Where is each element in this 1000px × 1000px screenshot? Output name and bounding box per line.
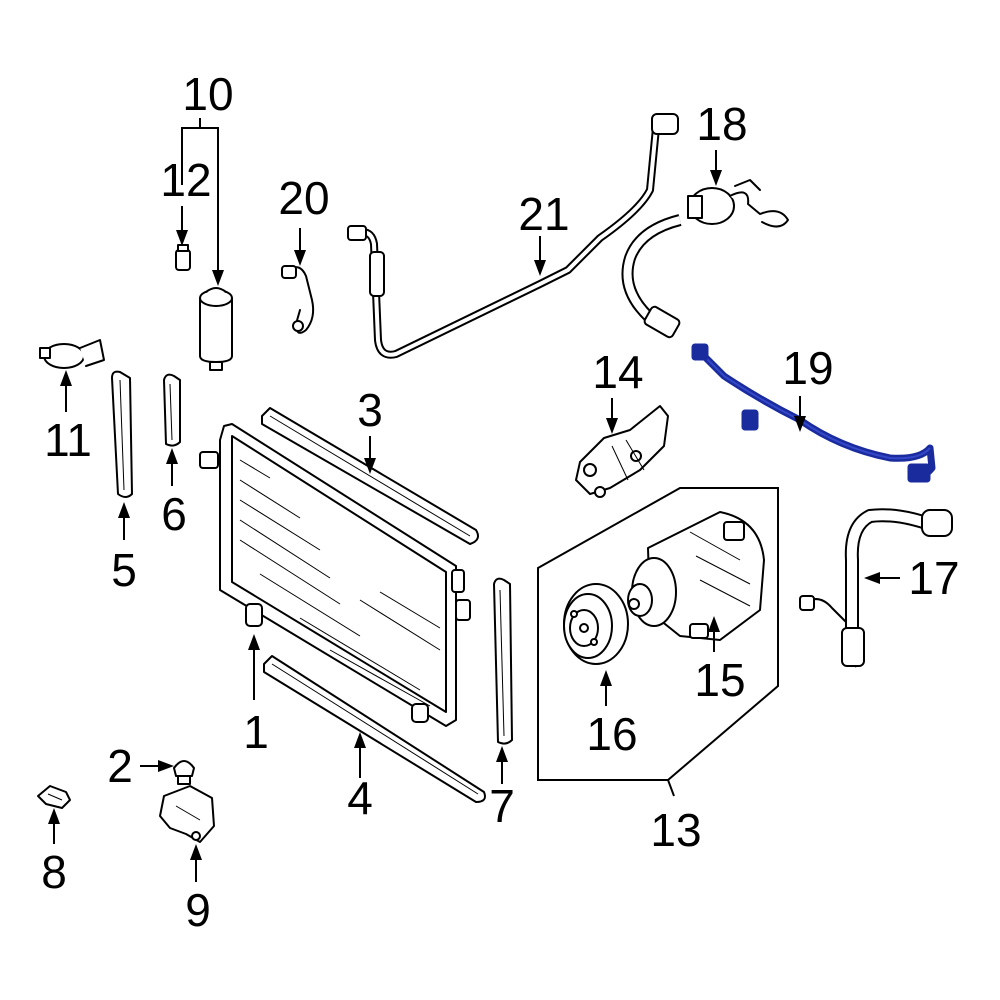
condenser-fins bbox=[239, 459, 441, 707]
tube-part-21[interactable] bbox=[347, 113, 679, 359]
seal-part-7[interactable] bbox=[493, 577, 513, 745]
compressor-part-15[interactable] bbox=[627, 511, 765, 641]
bracket-part-9[interactable] bbox=[159, 785, 215, 843]
callout-7-leader bbox=[496, 746, 508, 784]
callout-18: 18 bbox=[696, 98, 747, 150]
seal-part-4[interactable] bbox=[263, 655, 486, 803]
callout-4-leader bbox=[354, 732, 366, 778]
hose-part-18[interactable] bbox=[621, 179, 789, 339]
callout-19-leader bbox=[794, 396, 806, 432]
callout-18-leader bbox=[710, 150, 722, 186]
callout-19: 19 bbox=[782, 342, 833, 394]
callout-12: 12 bbox=[160, 154, 211, 206]
callout-17-leader bbox=[864, 572, 900, 584]
callout-10-bracket bbox=[181, 118, 224, 286]
callout-9-leader bbox=[190, 844, 202, 882]
callout-12-leader bbox=[176, 206, 188, 246]
callout-8-leader bbox=[48, 808, 60, 844]
callout-11-leader bbox=[60, 370, 72, 412]
callout-13: 13 bbox=[650, 804, 701, 856]
callout-7: 7 bbox=[489, 780, 515, 832]
callout-5-leader bbox=[118, 502, 130, 540]
clutch-pulley-part-16[interactable] bbox=[563, 583, 629, 665]
hose-part-17[interactable] bbox=[799, 508, 953, 668]
bracket-part-14[interactable] bbox=[575, 405, 669, 498]
callout-9: 9 bbox=[185, 884, 211, 936]
callout-20-leader bbox=[294, 228, 306, 266]
callout-16-leader bbox=[600, 670, 612, 706]
callout-21-leader bbox=[534, 236, 546, 276]
receiver-drier-part-10[interactable] bbox=[199, 287, 233, 371]
callout-20: 20 bbox=[278, 172, 329, 224]
sensor-part-20[interactable] bbox=[281, 265, 315, 334]
callout-10: 10 bbox=[182, 68, 233, 120]
callout-6-leader bbox=[166, 448, 178, 486]
callout-21: 21 bbox=[518, 188, 569, 240]
callout-1-leader bbox=[248, 634, 260, 700]
callout-17: 17 bbox=[908, 552, 959, 604]
seal-part-5[interactable] bbox=[111, 370, 133, 498]
callout-8: 8 bbox=[41, 846, 67, 898]
condenser-part-1[interactable] bbox=[199, 423, 471, 727]
callout-4: 4 bbox=[347, 772, 373, 824]
callout-14-leader bbox=[606, 398, 618, 434]
callout-16: 16 bbox=[586, 708, 637, 760]
callout-2-leader bbox=[140, 760, 174, 772]
callout-1: 1 bbox=[243, 706, 269, 758]
clip-part-8[interactable] bbox=[37, 785, 71, 809]
pressure-switch-part-12[interactable] bbox=[175, 244, 191, 271]
callout-5: 5 bbox=[111, 544, 137, 596]
callout-3-leader bbox=[364, 436, 376, 474]
callout-15: 15 bbox=[694, 654, 745, 706]
seal-part-3[interactable] bbox=[261, 407, 479, 545]
callout-6: 6 bbox=[161, 488, 187, 540]
grommet-part-2[interactable] bbox=[173, 760, 195, 785]
callout-11: 11 bbox=[44, 414, 92, 466]
seal-part-6[interactable] bbox=[163, 373, 181, 447]
compressor-assembly-box-part-13 bbox=[537, 487, 779, 797]
callout-3: 3 bbox=[357, 384, 383, 436]
clip-part-11[interactable] bbox=[39, 339, 105, 369]
hose-part-19-highlighted[interactable] bbox=[691, 343, 936, 483]
callout-15-leader bbox=[708, 616, 720, 652]
callout-2: 2 bbox=[107, 740, 133, 792]
callout-14: 14 bbox=[592, 346, 643, 398]
